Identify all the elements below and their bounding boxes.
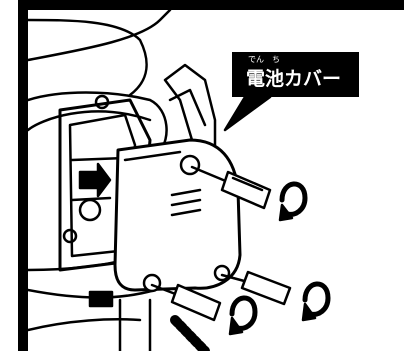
furigana-den: でん — [248, 55, 264, 64]
battery-cover-callout: でん ち 電池カバー — [232, 52, 359, 97]
robot-body — [28, 10, 172, 351]
rotate-arrow-icon — [279, 181, 308, 217]
insert-arrow-icon — [78, 162, 112, 198]
furigana-chi: ち — [272, 55, 280, 64]
furigana: でん ち — [232, 55, 359, 65]
screwdriver-icon — [150, 283, 222, 322]
battery-cover-label: 電池カバー — [246, 68, 342, 90]
screwdriver-icon — [190, 165, 272, 210]
rotate-arrow-icon — [229, 295, 258, 331]
screwdriver-icon — [220, 270, 292, 306]
rotate-arrow-icon — [302, 281, 331, 317]
